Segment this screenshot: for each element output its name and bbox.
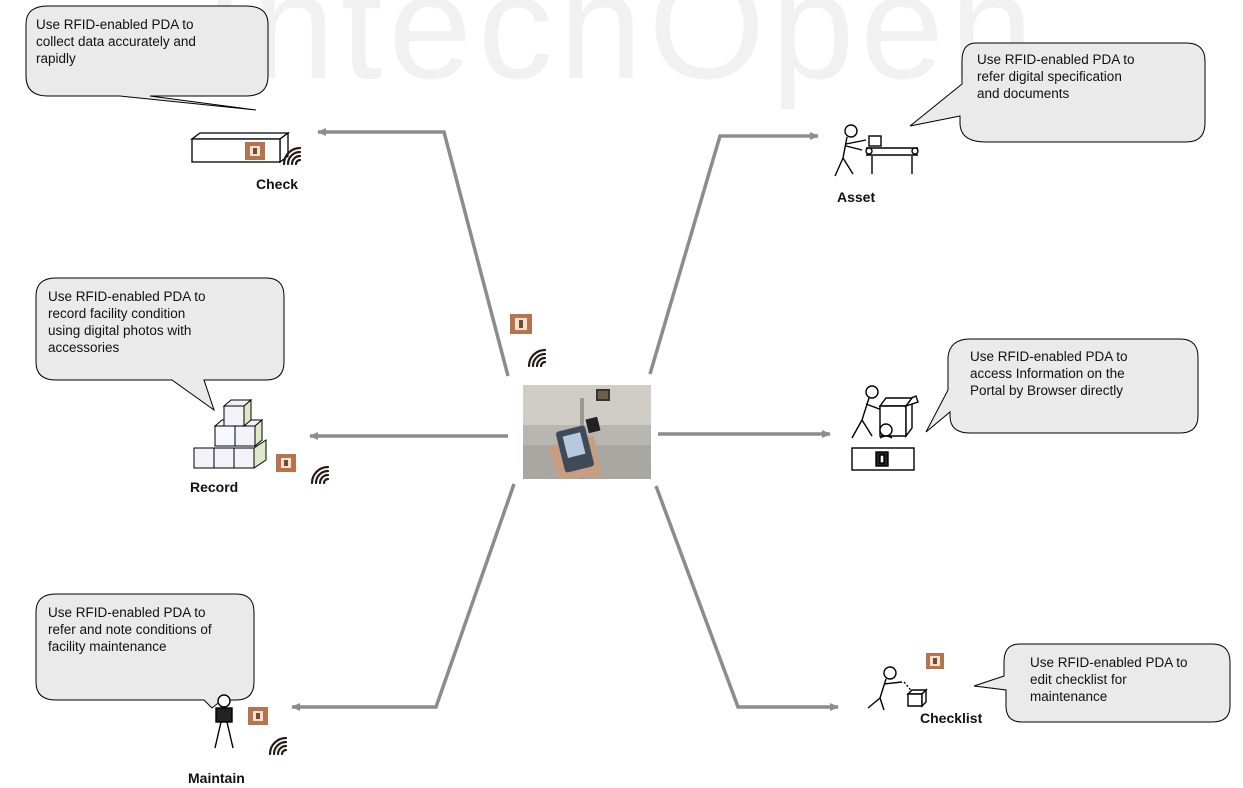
worker-icon xyxy=(214,694,234,749)
worker-conveyor-icon xyxy=(834,124,919,177)
arrow-to-check xyxy=(317,128,510,377)
rfid-tag-icon-record xyxy=(276,454,296,472)
center-photo xyxy=(523,385,651,479)
arrow-to-checklist xyxy=(654,485,839,711)
bubble-maintain xyxy=(35,593,255,709)
signal-icon-record xyxy=(310,465,330,485)
stacked-boxes-icon xyxy=(193,398,267,469)
bubble-text-record: Use RFID-enabled PDA to record facility … xyxy=(48,289,206,355)
bubble-check xyxy=(25,5,269,111)
bubble-portal xyxy=(925,338,1199,434)
arrow-to-maintain xyxy=(291,483,516,711)
bubble-text-maintain: Use RFID-enabled PDA to refer and note c… xyxy=(48,605,212,654)
signal-icon-maintain xyxy=(268,736,288,756)
rfid-tag-icon-center xyxy=(510,314,532,334)
signal-icon xyxy=(282,146,302,166)
bubble-text-checklist: Use RFID-enabled PDA to edit checklist f… xyxy=(1030,655,1188,704)
box-icon xyxy=(190,131,290,164)
bubble-text-asset: Use RFID-enabled PDA to refer digital sp… xyxy=(977,52,1135,101)
bubble-text-check: Use RFID-enabled PDA to collect data acc… xyxy=(36,17,196,66)
rfid-tag-icon-checklist xyxy=(926,653,944,669)
worker-pouring-icon xyxy=(867,666,928,711)
bubble-text-portal: Use RFID-enabled PDA to access Informati… xyxy=(970,349,1128,398)
bubble-asset xyxy=(909,42,1206,143)
signal-icon-center xyxy=(527,348,547,368)
rfid-tag-icon-maintain xyxy=(248,707,268,725)
label-asset: Asset xyxy=(837,189,876,205)
bubble-record xyxy=(35,277,285,412)
label-maintain: Maintain xyxy=(188,770,245,786)
arrow-to-asset xyxy=(648,132,819,375)
label-record: Record xyxy=(190,479,239,495)
rfid-tag-icon xyxy=(245,142,265,160)
label-check: Check xyxy=(256,176,299,192)
bubble-checklist xyxy=(973,643,1231,723)
worker-loading-icon xyxy=(851,385,919,471)
label-checklist: Checklist xyxy=(920,710,983,726)
watermark: IntechOpen xyxy=(203,0,1040,110)
